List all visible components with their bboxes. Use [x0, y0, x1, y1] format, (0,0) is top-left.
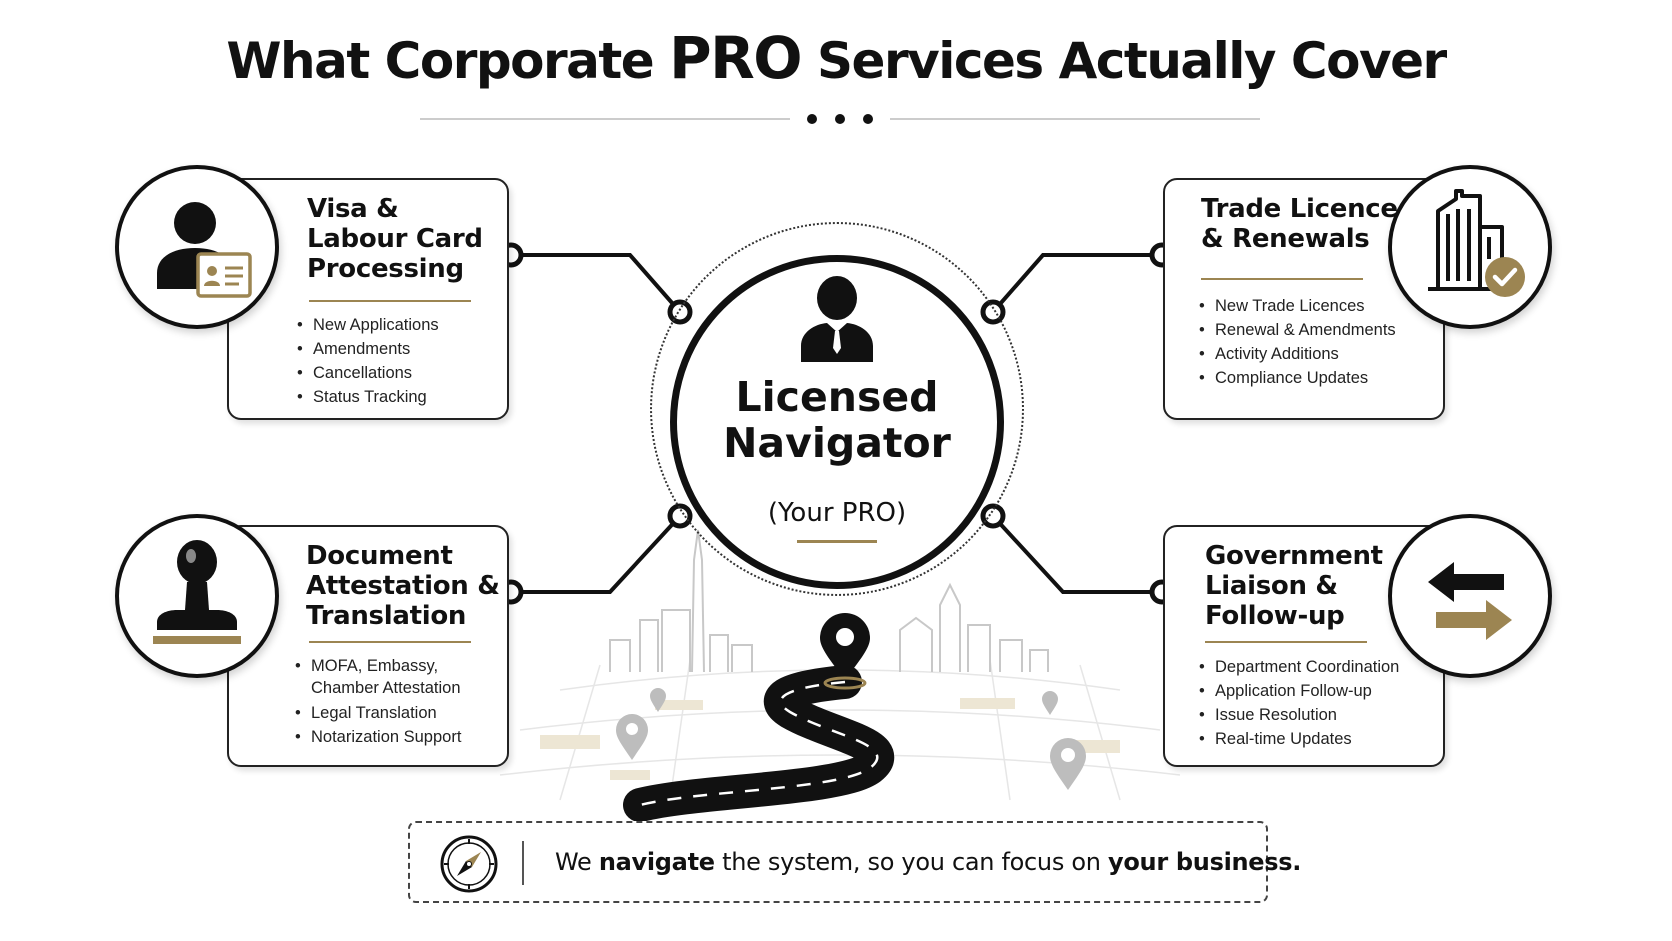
title-divider [420, 114, 1260, 124]
card-accent-rule [309, 641, 471, 643]
card-accent-rule [1205, 641, 1367, 643]
card-item-list: New Applications Amendments Cancellation… [297, 313, 439, 409]
office-building-check-icon [1428, 189, 1525, 297]
hub-subtitle: (Your PRO) [767, 498, 907, 528]
compass-icon [440, 835, 498, 893]
rubber-stamp-icon [153, 540, 241, 644]
hub-accent-rule [797, 540, 877, 543]
service-icon-bubble-document-attestation [115, 514, 279, 678]
footer-divider [522, 841, 524, 885]
list-item: Notarization Support [295, 725, 461, 749]
card-title: Government Liaison & Follow-up [1205, 541, 1383, 631]
title-part-2: Services Actually Cover [817, 32, 1447, 90]
location-pin-small [616, 688, 1086, 790]
service-card-trade-licence: Trade Licence & Renewals New Trade Licen… [1163, 178, 1445, 420]
list-item: New Trade Licences [1199, 294, 1396, 318]
list-item: Status Tracking [297, 385, 439, 409]
list-item: Compliance Updates [1199, 366, 1396, 390]
service-icon-bubble-government-liaison [1388, 514, 1552, 678]
winding-road [623, 665, 894, 822]
card-title: Visa & Labour Card Processing [307, 194, 483, 284]
service-card-document-attestation: Document Attestation & Translation MOFA,… [227, 525, 509, 767]
card-title: Trade Licence & Renewals [1201, 194, 1398, 254]
service-icon-bubble-visa [115, 165, 279, 329]
swap-arrows-icon [1428, 562, 1512, 640]
list-item: Renewal & Amendments [1199, 318, 1396, 342]
footer-message: We navigate the system, so you can focus… [555, 848, 1302, 876]
title-part-1: What Corporate [226, 32, 654, 90]
service-card-government-liaison: Government Liaison & Follow-up Departmen… [1163, 525, 1445, 767]
person-tie-icon [801, 276, 873, 362]
list-item: Application Follow-up [1199, 679, 1399, 703]
list-item: Activity Additions [1199, 342, 1396, 366]
location-pin-main [820, 613, 870, 690]
list-item: Issue Resolution [1199, 703, 1399, 727]
list-item: New Applications [297, 313, 439, 337]
list-item: Department Coordination [1199, 655, 1399, 679]
list-item: Cancellations [297, 361, 439, 385]
service-icon-bubble-trade-licence [1388, 165, 1552, 329]
id-card-person-icon [157, 202, 252, 298]
page-title: What Corporate PRO Services Actually Cov… [0, 24, 1672, 92]
card-item-list: Department Coordination Application Foll… [1199, 655, 1399, 751]
card-accent-rule [309, 300, 471, 302]
list-item: Amendments [297, 337, 439, 361]
footer-banner: We navigate the system, so you can focus… [408, 821, 1301, 903]
hub-title: Licensed Navigator [723, 373, 951, 467]
hub-dotted-ring [650, 222, 1024, 596]
list-item: Legal Translation [295, 701, 461, 725]
title-emphasis: PRO [669, 24, 802, 92]
connector-lines [511, 253, 1162, 594]
card-accent-rule [1201, 278, 1363, 280]
list-item: Real-time Updates [1199, 727, 1399, 751]
card-item-list: MOFA, Embassy, Chamber Attestation Legal… [295, 655, 461, 749]
card-item-list: New Trade Licences Renewal & Amendments … [1199, 294, 1396, 390]
card-title: Document Attestation & Translation [306, 541, 500, 631]
list-item: MOFA, Embassy, Chamber Attestation [295, 655, 461, 699]
hub-circle: Licensed Navigator (Your PRO) [670, 255, 1004, 589]
